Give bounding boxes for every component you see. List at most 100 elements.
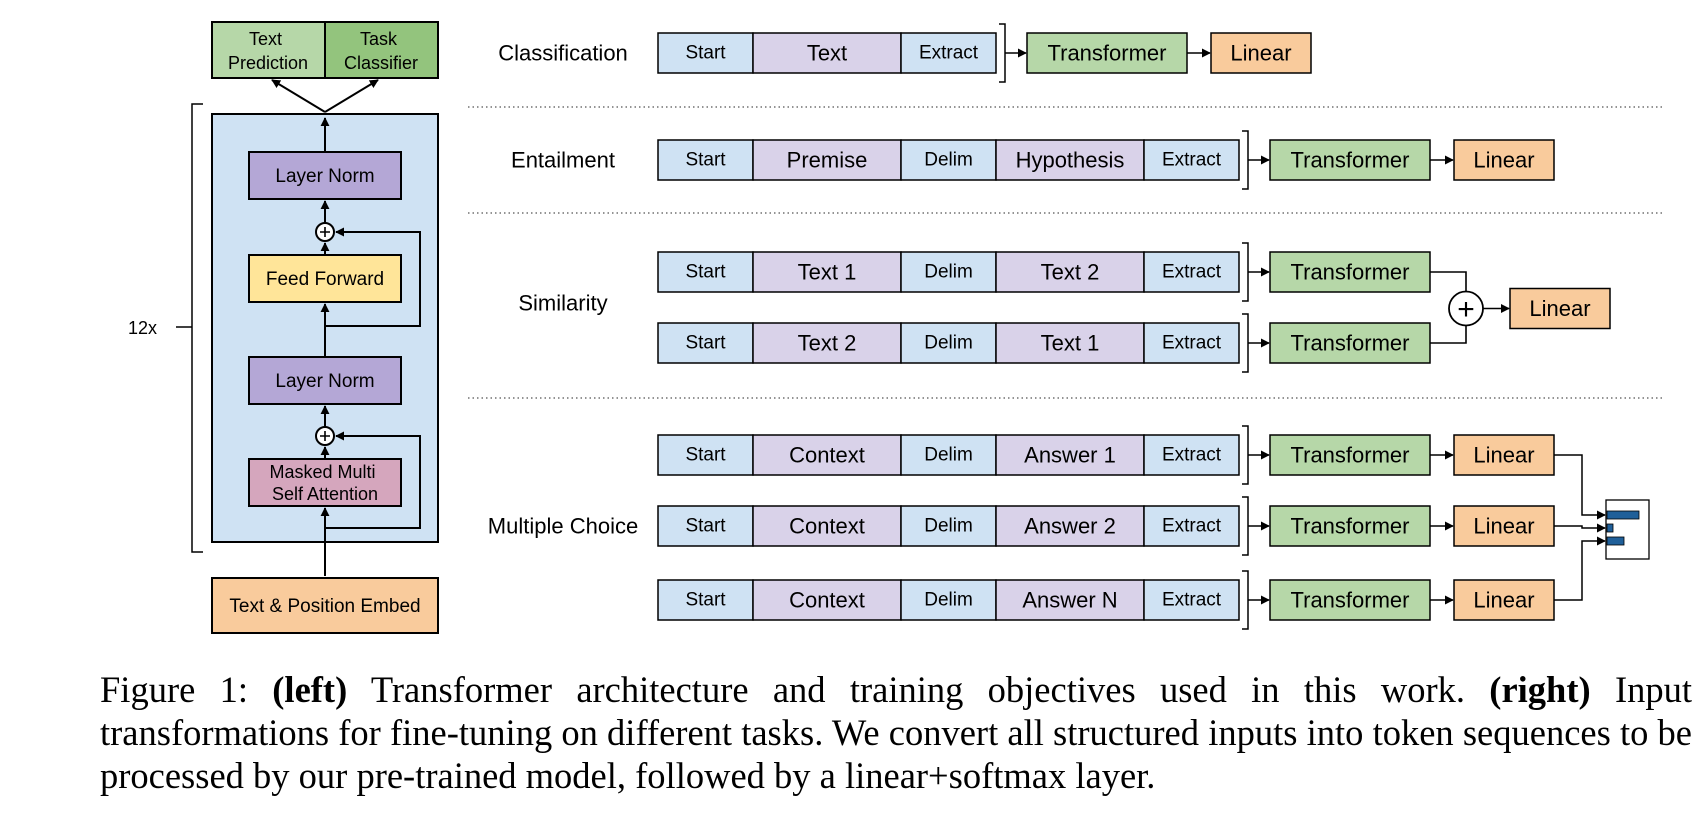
token-text-2 <box>995 251 1145 293</box>
feed-forward <box>248 254 402 303</box>
text-position-embed-label: Text & Position Embed <box>229 596 420 617</box>
masked-self-attention-label: Masked Multi Self Attention <box>269 462 380 504</box>
transformer-label: Transformer <box>1291 331 1410 356</box>
token-context <box>752 505 902 547</box>
token-label: Extract <box>1162 590 1222 611</box>
token-label: Start <box>685 262 726 283</box>
sequence-bracket <box>1242 496 1249 556</box>
transformer-label: Transformer <box>1291 588 1410 613</box>
sequence-bracket <box>1242 242 1249 302</box>
linear-box <box>1453 579 1555 621</box>
softmax-bar <box>1606 536 1625 546</box>
task-label: Entailment <box>511 148 615 173</box>
transformer-label: Transformer <box>1291 260 1410 285</box>
token-extract <box>1143 251 1240 293</box>
token-extract <box>1143 139 1240 181</box>
caption-right-tag: (right) <box>1489 669 1591 710</box>
task-label: Similarity <box>518 291 607 316</box>
arrow-to-task-classifier <box>324 79 379 113</box>
linear-label: Linear <box>1473 148 1534 173</box>
token-label: Delim <box>924 333 973 354</box>
task-classifier-label: Task Classifier <box>344 29 418 73</box>
token-label: Answer 1 <box>1024 443 1116 468</box>
transformer-box <box>1269 139 1431 181</box>
token-delim <box>900 505 997 547</box>
token-label: Extract <box>919 43 979 64</box>
softmax-bar <box>1606 510 1640 520</box>
residual-skip-bottom <box>325 431 421 529</box>
token-delim <box>900 251 997 293</box>
layer-norm-top-label: Layer Norm <box>275 166 374 187</box>
token-label: Extract <box>1162 445 1222 466</box>
linear-box <box>1453 139 1555 181</box>
token-label: Context <box>789 588 865 613</box>
transformer-label: Transformer <box>1291 514 1410 539</box>
connector-line <box>1430 325 1467 344</box>
task-entailment: Entailment Start Premise Delim Hypothesis Ext… <box>511 130 1555 190</box>
token-label: Delim <box>924 516 973 537</box>
token-label: Context <box>789 514 865 539</box>
softmax-bar <box>1606 523 1614 533</box>
token-label: Answer 2 <box>1024 514 1116 539</box>
token-label: Extract <box>1162 150 1222 171</box>
linear-label: Linear <box>1529 296 1590 321</box>
token-label: Start <box>685 150 726 171</box>
token-label: Premise <box>787 148 868 173</box>
layer-norm-top <box>248 151 402 200</box>
text-position-embed <box>211 577 439 634</box>
token-start <box>657 434 754 476</box>
arrow-to-softmax <box>1554 454 1606 520</box>
repeat-label: 12x <box>128 318 157 338</box>
text-prediction-head <box>211 21 326 79</box>
transformer-box <box>1269 505 1431 547</box>
token-label: Text 1 <box>798 260 857 285</box>
token-text-1 <box>995 322 1145 364</box>
token-label: Text 2 <box>798 331 857 356</box>
token-extract <box>1143 434 1240 476</box>
linear-box <box>1453 434 1555 476</box>
masked-self-attention <box>248 458 402 507</box>
residual-add-top-plus <box>320 227 330 237</box>
arrow-to-softmax <box>1554 536 1606 601</box>
sequence-bracket <box>1242 130 1249 190</box>
token-label: Text 1 <box>1041 331 1100 356</box>
figure-caption: Figure 1: (left) Transformer architectur… <box>100 668 1692 797</box>
token-start <box>657 251 754 293</box>
token-label: Delim <box>924 150 973 171</box>
token-delim <box>900 139 997 181</box>
token-label: Delim <box>924 590 973 611</box>
token-label: Context <box>789 443 865 468</box>
token-label: Answer N <box>1022 588 1117 613</box>
token-label: Hypothesis <box>1016 148 1125 173</box>
caption-right-text: Input transformations for fine-tuning on… <box>100 669 1692 796</box>
linear-label: Linear <box>1473 514 1534 539</box>
token-extract <box>1143 579 1240 621</box>
transformer-box <box>1269 434 1431 476</box>
transformer-box <box>1269 322 1431 364</box>
token-hypothesis <box>995 139 1145 181</box>
residual-add-bottom-plus <box>320 431 330 441</box>
token-label: Text <box>807 41 847 66</box>
arrow-to-softmax <box>1554 523 1606 533</box>
transformer-label: Transformer <box>1291 443 1410 468</box>
linear-label: Linear <box>1473 588 1534 613</box>
token-text-2 <box>752 322 902 364</box>
token-label: Text 2 <box>1041 260 1100 285</box>
linear-label: Linear <box>1473 443 1534 468</box>
transformer-label: Transformer <box>1048 41 1167 66</box>
transformer-box <box>1269 251 1431 293</box>
layer-norm-bottom-label: Layer Norm <box>275 371 374 392</box>
task-label: Multiple Choice <box>488 514 638 539</box>
token-label: Start <box>685 590 726 611</box>
residual-skip-top <box>325 227 421 327</box>
transformer-architecture: Text Prediction Task Classifier 12x Laye… <box>128 21 439 634</box>
token-extract <box>1143 322 1240 364</box>
plus-symbol: + <box>1457 293 1475 326</box>
sequence-bracket <box>1242 425 1249 485</box>
token-label: Start <box>685 516 726 537</box>
